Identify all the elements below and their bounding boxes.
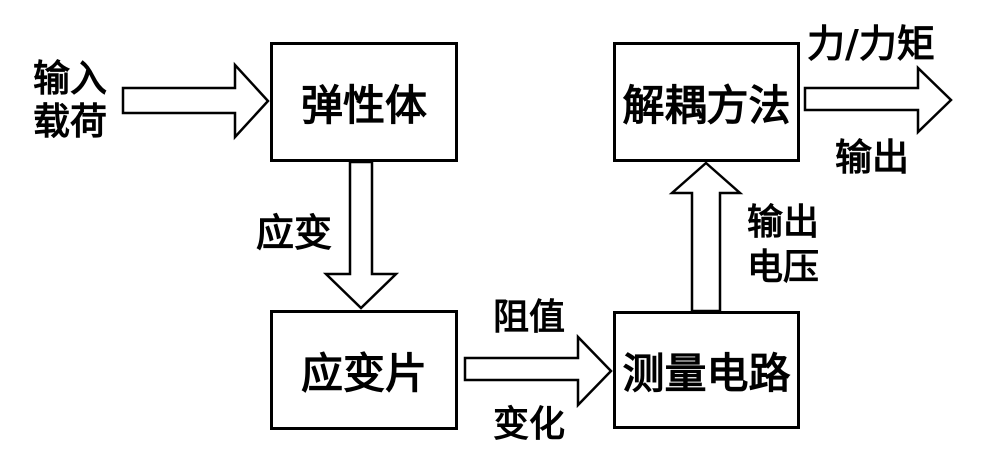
edge-label-force-torque: 力/力矩 <box>807 22 935 66</box>
node-measurement-circuit: 测量电路 <box>613 311 800 429</box>
edge-label-strain: 应变 <box>255 211 332 255</box>
node-decoupling-method: 解耦方法 <box>613 42 800 162</box>
node-measurement-circuit-label: 测量电路 <box>622 348 791 398</box>
edge-label-resistance: 阻值 <box>492 297 565 338</box>
edge-label-output-voltage-line2: 电压 <box>746 247 819 288</box>
edge-label-resistance-change: 变化 <box>492 404 565 445</box>
edge-label-output: 输出 <box>835 136 909 179</box>
edge-label-input-load-line2: 载荷 <box>33 100 107 143</box>
edge-label-input-load-line1: 输入 <box>33 57 107 100</box>
node-strain-gauge: 应变片 <box>270 310 458 430</box>
arrow-strain-down-icon <box>322 160 400 310</box>
edge-label-output-voltage: 输出 电压 <box>733 200 833 290</box>
edge-label-output-voltage-line1: 输出 <box>746 202 819 243</box>
node-elastic-body: 弹性体 <box>270 42 458 162</box>
edge-label-input-load: 输入 载荷 <box>14 57 126 143</box>
node-elastic-body-label: 弹性体 <box>300 80 427 130</box>
arrow-resistance-right-icon <box>463 333 613 409</box>
node-decoupling-method-label: 解耦方法 <box>622 80 791 130</box>
node-strain-gauge-label: 应变片 <box>300 348 427 398</box>
arrow-input-load-icon <box>121 61 270 141</box>
arrow-output-right-icon <box>803 65 953 135</box>
arrow-voltage-up-icon <box>668 161 744 313</box>
